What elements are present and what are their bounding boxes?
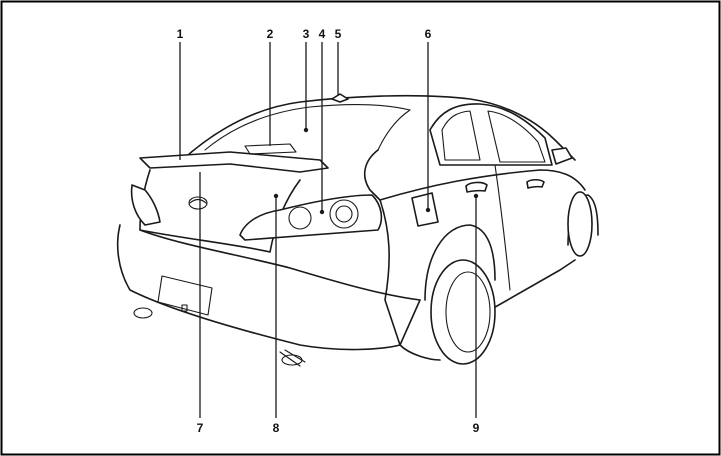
fuel-filler-door <box>412 193 438 226</box>
callout-dot-9 <box>474 194 478 198</box>
car-illustration <box>118 94 598 366</box>
rear-spoiler <box>140 152 328 172</box>
rear-window <box>205 105 410 150</box>
left-tail-lamp <box>132 185 160 225</box>
callout-label-9: 9 <box>473 421 480 435</box>
callout-label-8: 8 <box>273 421 280 435</box>
c-pillar <box>365 150 380 200</box>
callout-label-4: 4 <box>319 27 326 41</box>
callout-dot-3 <box>304 128 308 132</box>
front-door-handle <box>527 180 544 188</box>
callout-dot-8 <box>274 194 278 198</box>
callout-label-1: 1 <box>177 27 184 41</box>
callout-label-5: 5 <box>335 27 342 41</box>
rear-side-window <box>442 111 480 160</box>
front-side-window <box>488 111 545 162</box>
callout-label-6: 6 <box>425 27 432 41</box>
rocker-panel <box>490 260 575 310</box>
callout-dot-6 <box>426 208 430 212</box>
exhaust-left <box>134 308 152 318</box>
callout-label-2: 2 <box>267 27 274 41</box>
side-mirror <box>552 148 572 164</box>
callout-dot-4 <box>320 210 324 214</box>
callout-label-3: 3 <box>303 27 310 41</box>
license-plate-recess <box>158 276 212 315</box>
emblem-mark <box>190 200 206 204</box>
rear-emblem <box>189 197 207 209</box>
door-seam <box>495 165 510 290</box>
front-tire <box>568 192 592 256</box>
callout-label-7: 7 <box>197 421 204 435</box>
rear-bumper <box>118 225 420 350</box>
side-window-frame <box>430 104 552 165</box>
rear-tire <box>431 260 495 364</box>
roof-antenna <box>332 94 348 102</box>
rear-door-handle <box>466 182 487 192</box>
